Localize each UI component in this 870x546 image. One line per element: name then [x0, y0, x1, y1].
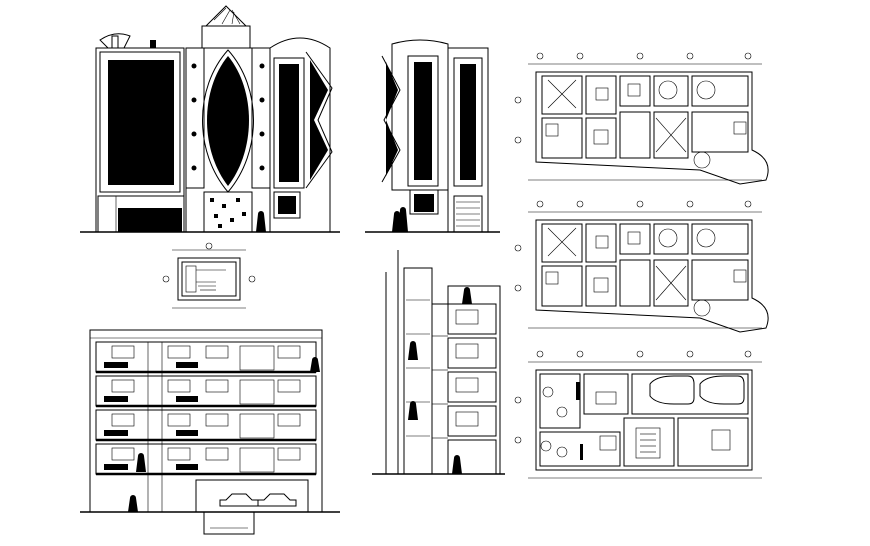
side-section [372, 250, 505, 475]
front-elevation [80, 5, 340, 233]
front-section [80, 329, 340, 535]
floor-plan-upper-1 [514, 52, 769, 185]
floor-plan-ground [514, 350, 762, 479]
floor-plan-upper-2 [514, 200, 769, 333]
stair-core-detail [162, 242, 256, 309]
side-elevation [365, 39, 500, 233]
